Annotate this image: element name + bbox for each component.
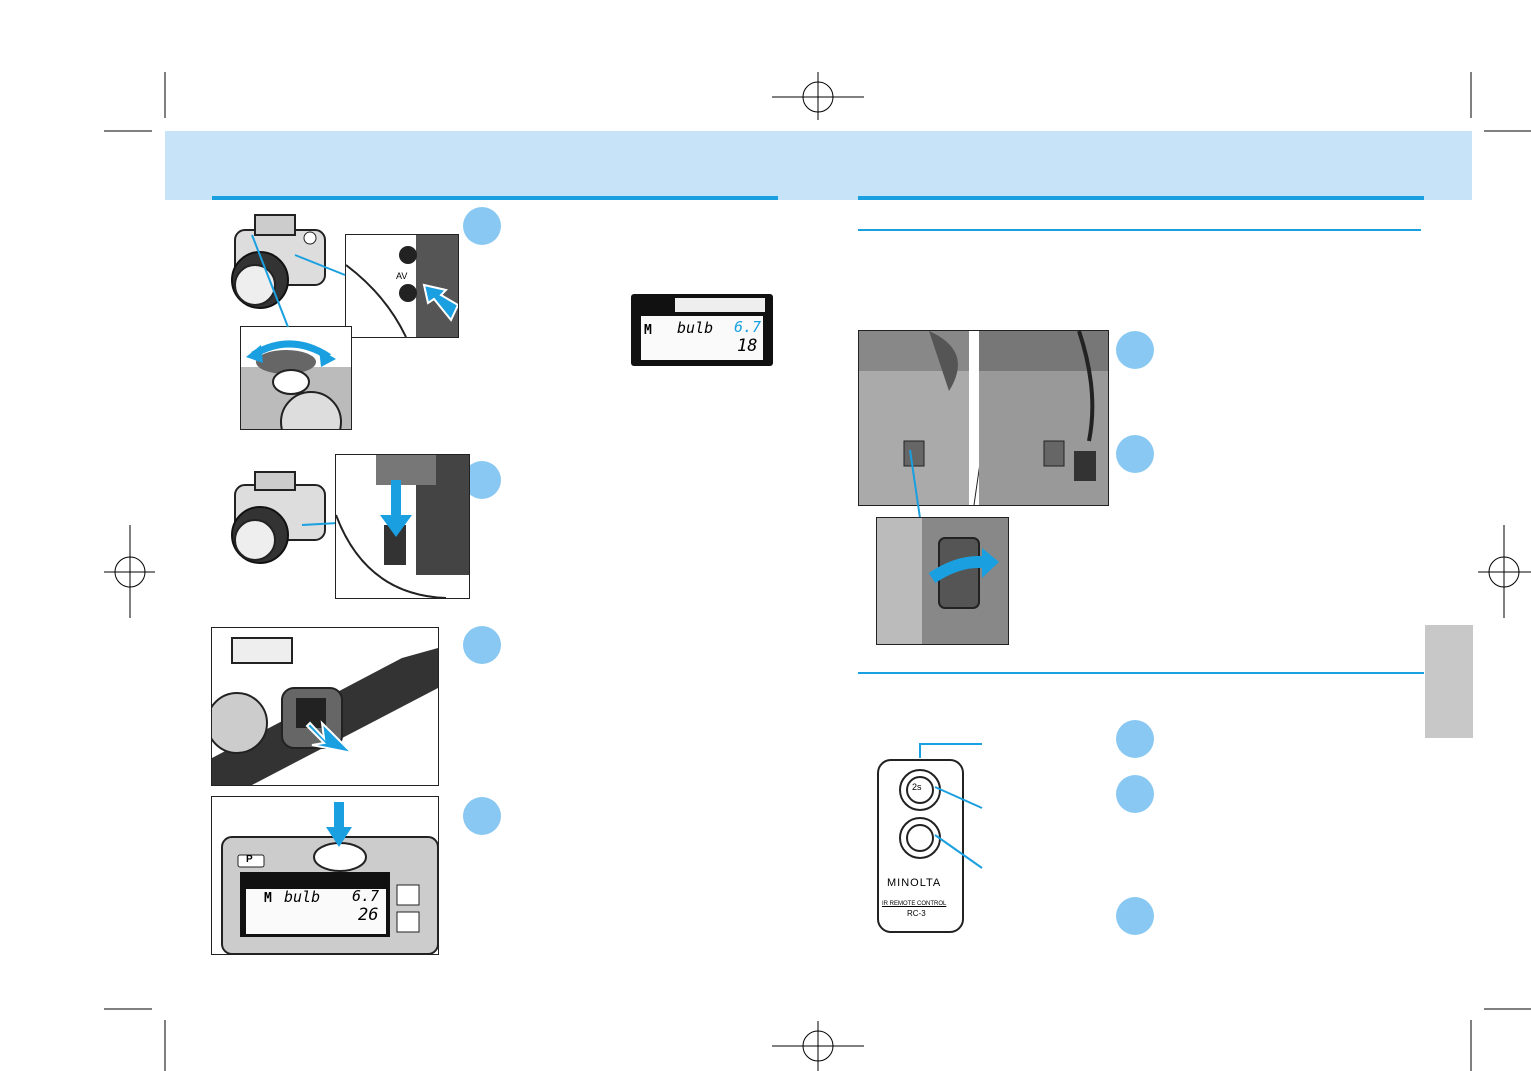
av-label: AV — [396, 271, 407, 281]
program-button-label: P — [246, 854, 253, 865]
step-circle-right-5 — [1116, 897, 1154, 935]
camera-illustration-1 — [231, 214, 326, 309]
camera-side-views — [858, 330, 1109, 506]
remote-model: RC-3 — [907, 909, 926, 918]
lcd-bottom-aperture: 6.7 — [352, 887, 380, 905]
right-header-rule — [858, 196, 1424, 200]
camera-illustration-2 — [231, 471, 326, 564]
remote-brand: MINOLTA — [887, 877, 942, 889]
pointer-line-2 — [301, 522, 339, 526]
self-timer-label: 2s — [912, 782, 922, 792]
remote-caption: IR REMOTE CONTROL — [882, 901, 947, 907]
section-rule-2 — [858, 672, 1424, 674]
self-timer-button-inner — [906, 776, 934, 804]
remote-pointer-lines — [919, 743, 983, 869]
lcd-bottom-shutter: bulb — [284, 888, 321, 906]
lcd-aperture: 6.7 — [734, 318, 762, 336]
step-circle-4 — [463, 797, 501, 835]
step-circle-right-1 — [1116, 331, 1154, 369]
lcd-mode: M — [644, 323, 652, 338]
lcd-bottom-mode: M — [264, 891, 272, 906]
av-button-detail: AV — [345, 234, 459, 338]
lcd-icon-bar — [675, 298, 765, 312]
section-rule-1 — [858, 229, 1421, 231]
lcd-panel-top: M bulb 6.7 18 — [631, 294, 773, 366]
step-circle-1 — [463, 207, 501, 245]
side-tab — [1425, 625, 1473, 738]
lcd-bottom-frame-count: 26 — [358, 905, 379, 925]
pointer-lines-1 — [251, 234, 346, 328]
left-header-rule — [212, 196, 778, 200]
release-button-inner — [906, 824, 934, 852]
step-circle-3 — [463, 626, 501, 664]
lcd-shutter: bulb — [677, 319, 714, 337]
shutter-button-detail — [335, 454, 470, 599]
step-circle-right-4 — [1116, 775, 1154, 813]
eyepiece-shutter-detail — [876, 517, 1009, 645]
camera-top-view: P M bulb 6.7 26 — [211, 796, 439, 955]
control-dial-detail — [240, 326, 352, 430]
pointer-line-3 — [909, 449, 921, 519]
step-circle-right-2 — [1116, 435, 1154, 473]
step-circle-right-3 — [1116, 720, 1154, 758]
eyepiece-illustration — [211, 627, 439, 786]
remote-control: 2s MINOLTA IR REMOTE CONTROL RC-3 — [877, 759, 964, 933]
lcd-frame-count: 18 — [737, 336, 758, 356]
header-band — [165, 131, 1472, 200]
